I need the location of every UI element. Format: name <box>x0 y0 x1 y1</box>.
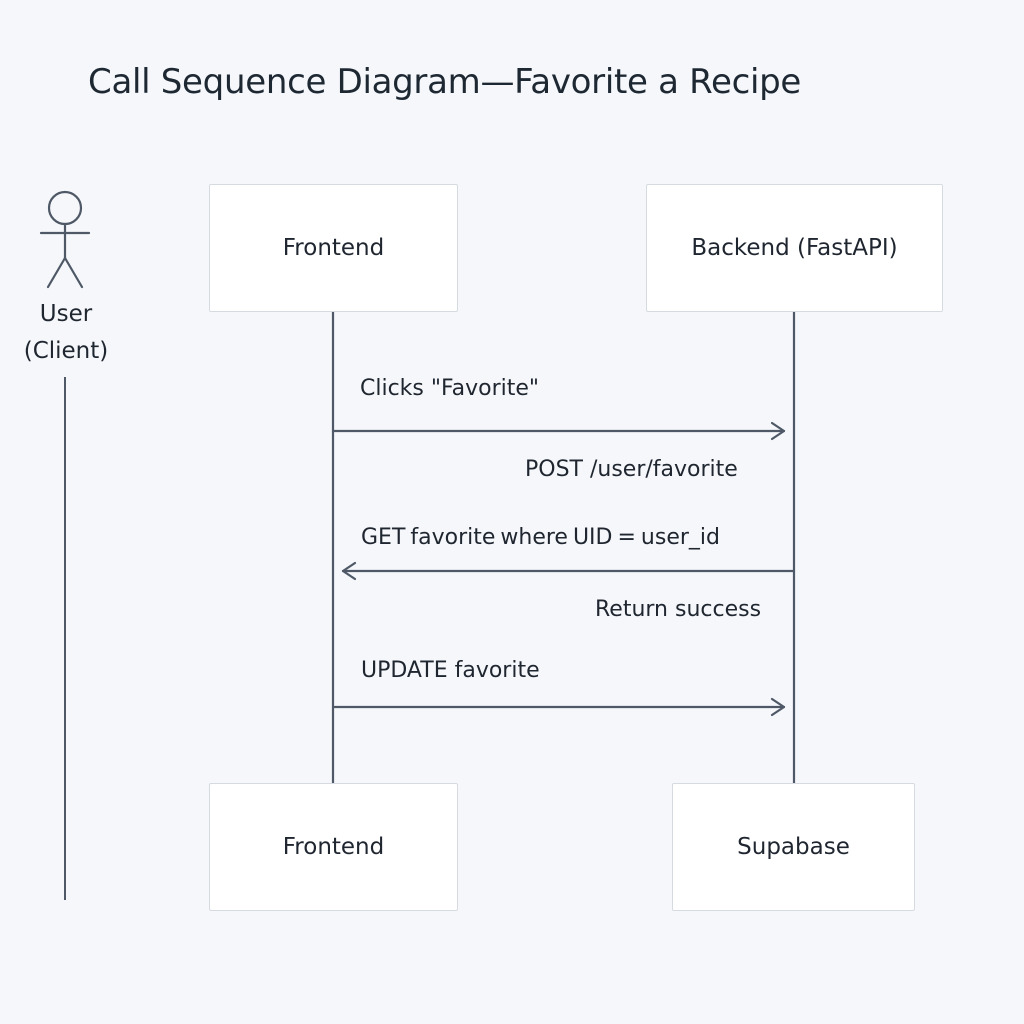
message-arrow-2 <box>341 561 796 581</box>
user-actor-label: User (Client) <box>16 296 116 370</box>
message-label-1: Clicks "Favorite" <box>360 376 540 401</box>
message-arrow-3 <box>331 697 786 717</box>
message-label-2: POST /user/favorite <box>525 457 738 482</box>
participant-supabase-bottom: Supabase <box>672 783 915 911</box>
page-title: Call Sequence Diagram—Favorite a Recipe <box>88 62 802 102</box>
message-label-5: UPDATE favorite <box>361 658 540 683</box>
message-label-4: Return success <box>595 597 762 622</box>
actor-label-line1: User <box>39 301 93 327</box>
message-label-3: GET favorite where UID = user_id <box>361 525 720 550</box>
participant-frontend-bottom: Frontend <box>209 783 458 911</box>
user-actor-icon <box>39 190 91 289</box>
participant-frontend-top: Frontend <box>209 184 458 312</box>
message-arrow-1 <box>331 421 786 441</box>
actor-label-line2: (Client) <box>23 338 109 364</box>
participant-backend-top: Backend (FastAPI) <box>646 184 943 312</box>
